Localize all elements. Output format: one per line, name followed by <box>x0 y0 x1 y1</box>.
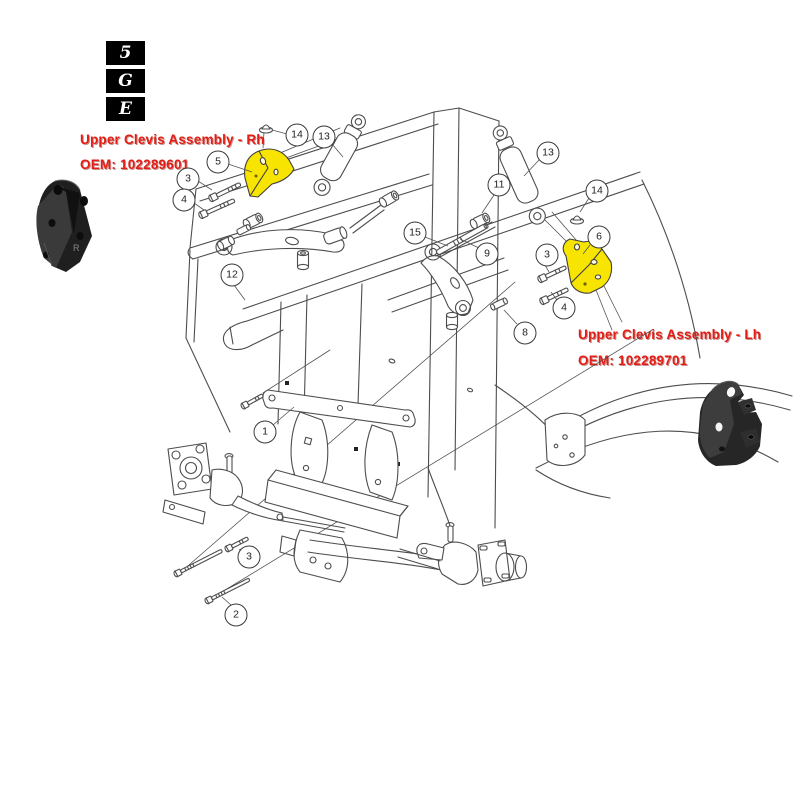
bushing-right-lower <box>445 311 459 331</box>
bolt-3-left <box>208 182 242 203</box>
bolt-axis-lines <box>181 127 653 599</box>
label-upper-clevis-lh-oem: OEM: 102289701 <box>578 353 688 368</box>
callout-4-right[interactable]: 4 <box>552 296 576 320</box>
kingpin-nut-right <box>569 215 585 225</box>
bolt-3-bottom <box>224 536 249 553</box>
callout-6[interactable]: 6 <box>587 225 611 249</box>
callout-14-left[interactable]: 14 <box>285 123 309 147</box>
callout-13-right[interactable]: 13 <box>536 141 560 165</box>
upper-clevis-rh-body[interactable] <box>244 148 295 198</box>
grid-badge-section: E <box>106 97 145 121</box>
callout-3-bottom[interactable]: 3 <box>237 545 261 569</box>
callout-14-right[interactable]: 14 <box>585 179 609 203</box>
shock-absorber-left <box>313 114 366 196</box>
shock-absorber-right <box>492 125 546 225</box>
grid-badge-column: G <box>106 69 145 93</box>
spacer-8 <box>490 297 508 311</box>
upper-clevis-rh-highlight[interactable] <box>244 148 295 198</box>
callout-1[interactable]: 1 <box>253 420 277 444</box>
callout-4-left[interactable]: 4 <box>172 188 196 212</box>
bushing-11 <box>469 212 491 230</box>
callout-2[interactable]: 2 <box>224 603 248 627</box>
bolt-3-right <box>537 265 567 284</box>
callout-leader-lines <box>193 129 591 606</box>
label-upper-clevis-rh-oem: OEM: 102289601 <box>80 157 190 172</box>
callout-3-right[interactable]: 3 <box>535 243 559 267</box>
callout-8[interactable]: 8 <box>513 321 537 345</box>
right-control-arm <box>420 212 508 331</box>
bolt-2-long <box>204 578 251 605</box>
callout-5[interactable]: 5 <box>206 150 230 174</box>
callout-3-left[interactable]: 3 <box>176 167 200 191</box>
fasteners <box>173 182 569 605</box>
bolt-4-right <box>539 287 569 306</box>
photo-stamp-r: R <box>73 243 80 253</box>
upper-clevis-lh-photo[interactable] <box>698 380 762 466</box>
upper-clevis-rh-photo[interactable]: R <box>36 179 92 272</box>
leaf-spring-assembly <box>262 389 453 583</box>
kingpin-nut-left <box>258 124 274 134</box>
grid-badge-row: 5 <box>106 41 145 65</box>
bolt-long-a <box>173 549 223 578</box>
label-upper-clevis-rh-title: Upper Clevis Assembly - Rh <box>80 132 265 147</box>
label-upper-clevis-lh-title: Upper Clevis Assembly - Lh <box>578 327 762 342</box>
bolt-1-spring <box>240 393 264 410</box>
bushing-left-b <box>216 235 236 251</box>
callout-13-left[interactable]: 13 <box>312 125 336 149</box>
upper-clevis-lh-highlight[interactable] <box>562 238 613 294</box>
callout-11[interactable]: 11 <box>487 173 511 197</box>
callout-9[interactable]: 9 <box>475 242 499 266</box>
bolt-4-left <box>198 198 236 220</box>
callout-12[interactable]: 12 <box>220 263 244 287</box>
left-control-arm <box>215 190 400 271</box>
spacer-left <box>236 224 252 236</box>
callout-15[interactable]: 15 <box>403 221 427 245</box>
right-spindle-hub <box>397 522 528 587</box>
left-spindle-hub <box>162 442 346 533</box>
